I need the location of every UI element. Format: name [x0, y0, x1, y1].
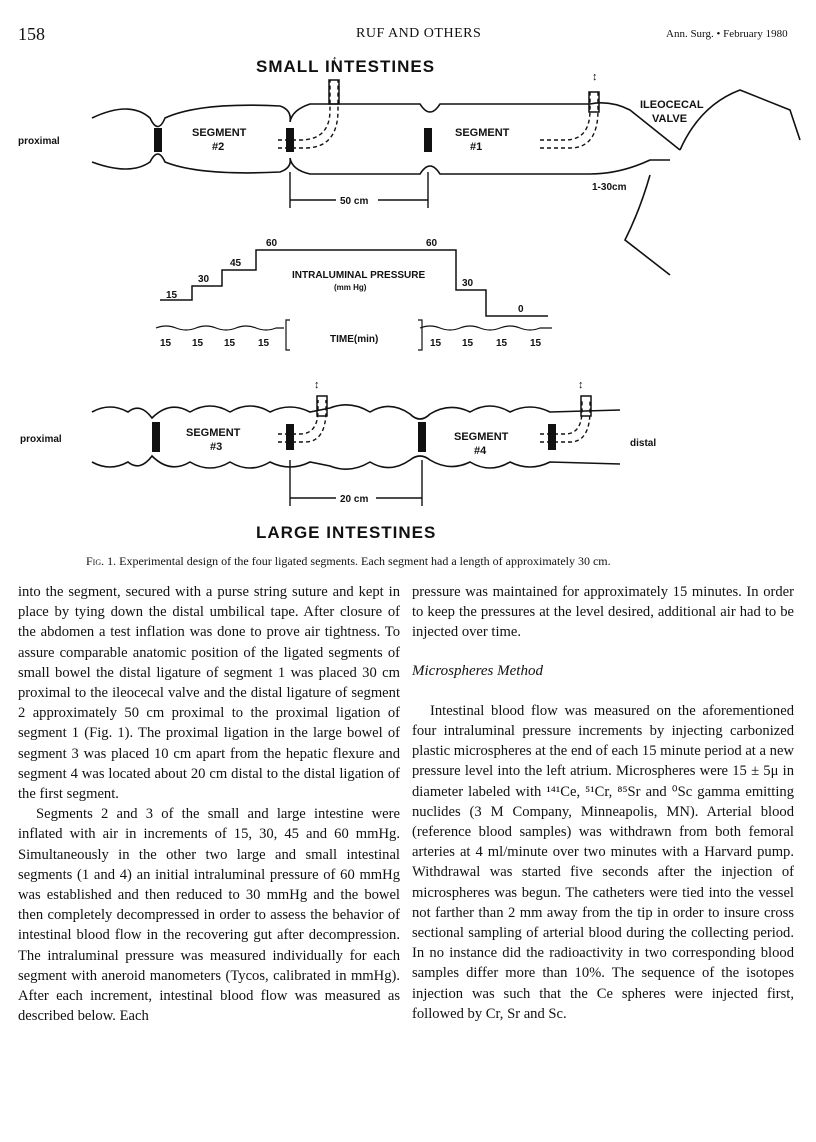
pump-arrow-icon: ↕ [592, 71, 598, 83]
time-label: 15 [192, 338, 204, 349]
label-segment-2-num: #2 [212, 141, 224, 153]
right-column: pressure was maintained for approximatel… [412, 582, 794, 1024]
pressure-step-graph [160, 249, 548, 317]
pressure-label-45: 45 [230, 258, 242, 269]
time-label: 15 [430, 338, 442, 349]
figure-1-diagram: SMALL INTESTINES ↕ ↕ proximal SEGMENT #2… [18, 54, 801, 542]
pump-arrow-icon: ↕ [578, 379, 584, 391]
section-heading: Microspheres Method [412, 662, 543, 679]
label-proximal-top: proximal [18, 136, 60, 147]
dimension-50cm [289, 172, 429, 208]
label-pressure-unit: (mm Hg) [334, 283, 367, 292]
running-title: RUF AND OTHERS [356, 26, 482, 41]
paragraph: Segments 2 and 3 of the small and large … [18, 806, 400, 1025]
label-segment-4-num: #4 [474, 445, 487, 457]
label-distal: distal [630, 438, 656, 449]
pressure-label-60-down: 60 [426, 238, 438, 249]
label-segment-3-num: #3 [210, 441, 222, 453]
time-label: 15 [530, 338, 542, 349]
label-proximal-bottom: proximal [20, 434, 62, 445]
pressure-label-60: 60 [266, 238, 278, 249]
catheters-large [278, 400, 591, 443]
figure-title-large-intestines: LARGE INTESTINES [256, 523, 436, 542]
catheter-tips-small [328, 79, 600, 113]
ligatures-small [154, 128, 432, 152]
small-intestine-outline [91, 89, 801, 276]
caption-text: Experimental design of the four ligated … [119, 554, 611, 568]
label-intraluminal-pressure: INTRALUMINAL PRESSURE [292, 270, 425, 281]
label-50cm: 50 cm [340, 196, 368, 207]
time-label: 15 [160, 338, 172, 349]
pressure-label-0: 0 [518, 304, 524, 315]
label-valve-distance: 1-30cm [592, 182, 627, 193]
catheters-small [278, 80, 599, 149]
paragraph: into the segment, secured with a purse s… [18, 584, 400, 803]
label-segment-2: SEGMENT [192, 127, 247, 139]
label-ileocecal: ILEOCECAL [640, 99, 704, 111]
dimension-20cm [289, 460, 423, 506]
figure-title-small-intestines: SMALL INTESTINES [256, 57, 435, 76]
pressure-label-30: 30 [198, 274, 210, 285]
ligatures-large [152, 422, 556, 452]
paragraph: Intestinal blood flow was measured on th… [412, 702, 794, 1022]
label-20cm: 20 cm [340, 494, 368, 505]
time-label: 15 [462, 338, 474, 349]
pump-arrow-icon: ↕ [332, 54, 338, 66]
caption-label: Fig. 1. [86, 554, 117, 568]
pressure-label-15: 15 [166, 290, 178, 301]
label-segment-1: SEGMENT [455, 127, 510, 139]
time-axis [155, 319, 552, 351]
paragraph: pressure was maintained for approximatel… [412, 584, 794, 641]
page-number: 158 [18, 24, 45, 44]
pressure-label-30-down: 30 [462, 278, 474, 289]
time-label: 15 [258, 338, 270, 349]
large-intestine-outline [91, 404, 621, 470]
figure-caption: Fig. 1. Experimental design of the four … [86, 554, 786, 569]
label-segment-4: SEGMENT [454, 431, 509, 443]
label-time: TIME(min) [330, 334, 378, 345]
pump-arrow-icon: ↕ [314, 379, 320, 391]
catheter-tips-large [316, 395, 592, 417]
label-segment-3: SEGMENT [186, 427, 241, 439]
time-label: 15 [496, 338, 508, 349]
left-column: into the segment, secured with a purse s… [18, 582, 400, 1026]
label-segment-1-num: #1 [470, 141, 482, 153]
journal-citation: Ann. Surg. • February 1980 [666, 28, 788, 40]
label-valve: VALVE [652, 113, 687, 125]
time-label: 15 [224, 338, 236, 349]
